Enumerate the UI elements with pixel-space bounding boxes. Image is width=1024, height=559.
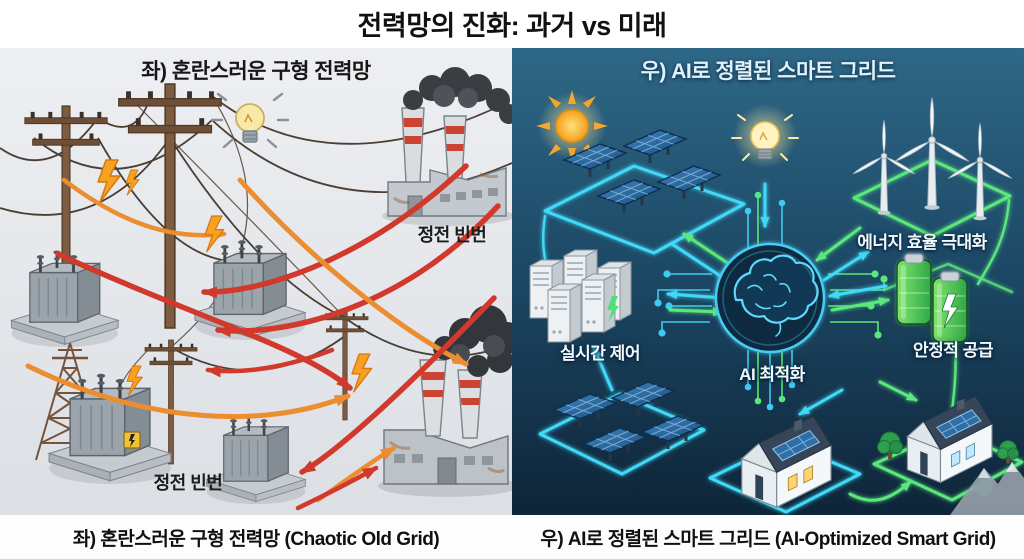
energy-flow-arrows	[592, 182, 918, 502]
old-grid-panel: 좌) 혼란스러운 구형 전력망 정전 빈번 정전 빈번	[0, 48, 512, 515]
mountain-icon	[950, 462, 1024, 515]
old-grid-caption: 좌) 혼란스러운 구형 전력망 (Chaotic Old Grid)	[72, 529, 440, 550]
blackout-label-top: 정전 빈번	[417, 225, 487, 245]
house-icon	[906, 395, 993, 484]
house-icon	[741, 415, 832, 508]
glowing-bulb-icon	[731, 104, 799, 168]
smart-grid-scene	[512, 48, 1024, 515]
page-title: 전력망의 진화: 과거 vs 미래	[357, 11, 667, 41]
sun-icon	[536, 90, 608, 162]
server-rack-icon	[529, 249, 632, 343]
smoke-icon	[403, 67, 512, 124]
old-grid-scene	[0, 48, 512, 515]
old-grid-header: 좌) 혼란스러운 구형 전력망	[141, 60, 371, 83]
battery-icon	[896, 253, 968, 343]
smart-grid-header: 우) AI로 정렬된 스마트 그리드	[640, 60, 896, 83]
ai-brain-icon	[714, 242, 826, 354]
hazard-sign-icon	[123, 431, 141, 449]
smart-grid-panel: 우) AI로 정렬된 스마트 그리드 에너지 효율 극대화 실시간 제어 AI …	[512, 48, 1024, 515]
realtime-control-label: 실시간 제어	[560, 344, 640, 363]
overload-arrows	[25, 163, 501, 511]
ai-optimization-label: AI 최적화	[739, 365, 805, 384]
caption-bar: 좌) 혼란스러운 구형 전력망 (Chaotic Old Grid) 우) AI…	[0, 515, 1024, 559]
efficiency-label: 에너지 효율 극대화	[857, 233, 987, 252]
blackout-label-bottom: 정전 빈번	[153, 473, 223, 493]
circuit-traces	[654, 191, 888, 411]
smart-grid-caption: 우) AI로 정렬된 스마트 그리드 (AI-Optimized Smart G…	[540, 529, 996, 550]
stable-supply-label: 안정적 공급	[913, 341, 993, 360]
lightbulb-icon	[210, 92, 290, 149]
